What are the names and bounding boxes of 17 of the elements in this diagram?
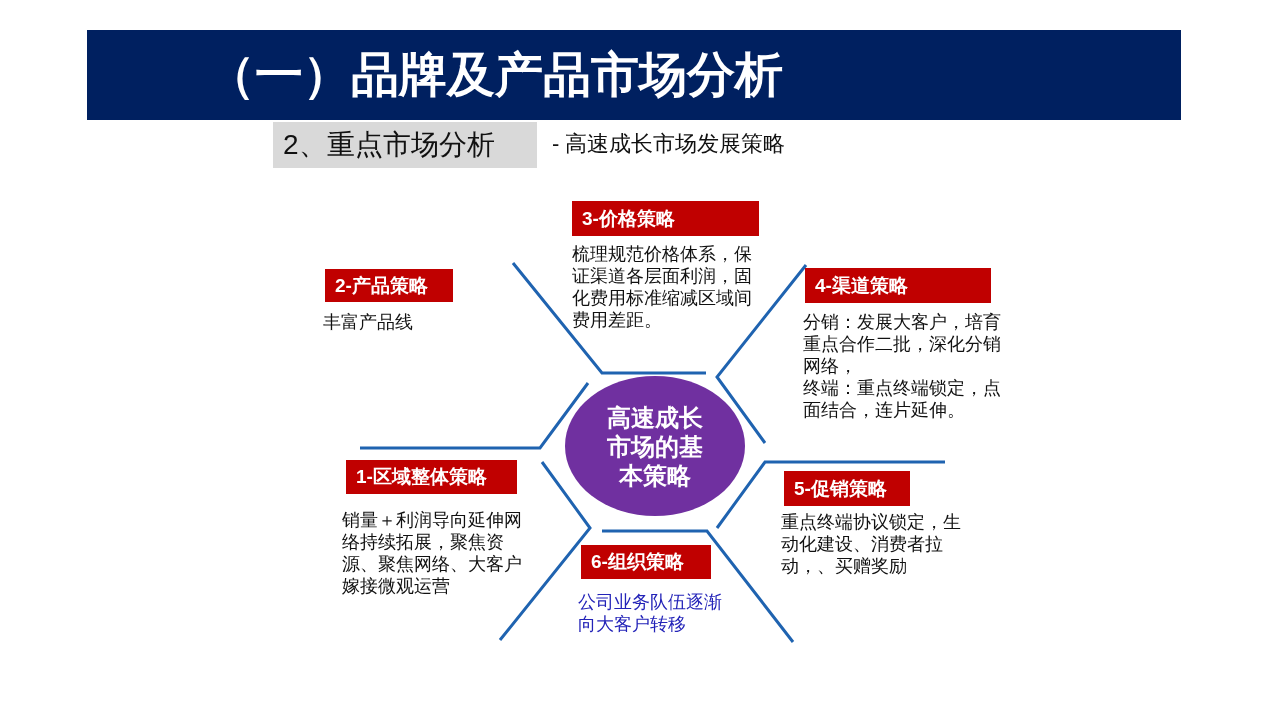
body-text: 公司业务队伍逐渐向大客户转移 [578,591,723,635]
body-text: 销量＋利润导向延伸网络持续拓展，聚焦资源、聚焦网络、大客户嫁接微观运营 [342,509,523,597]
heading-bar: 6-组织策略 [581,545,711,579]
body-text: 分销：发展大客户，培育重点合作二批，深化分销网络， [803,311,1002,377]
heading-bar: 1-区域整体策略 [346,460,517,494]
body-text: 梳理规范价格体系，保证渠道各层面利润，固化费用标准缩减区域间费用差距。 [572,243,753,331]
body-text: 丰富产品线 [323,311,414,333]
body-text: 终端：重点终端锁定，点面结合，连片延伸。 [803,377,1002,421]
body-text: 重点终端协议锁定，生动化建设、消费者拉动，、买赠奖励 [781,511,962,577]
strategy-ellipse: 高速成长市场的基本策略 [565,376,745,516]
heading-bar: 2-产品策略 [325,269,453,302]
heading-bar: 5-促销策略 [784,471,910,506]
heading-bar: 4-渠道策略 [805,268,991,303]
subtitle-text: - 高速成长市场发展策略 [552,130,786,158]
section-label: 2、重点市场分析 [273,122,537,168]
heading-bar: 3-价格策略 [572,201,759,236]
title-text: （一）品牌及产品市场分析 [207,45,783,104]
